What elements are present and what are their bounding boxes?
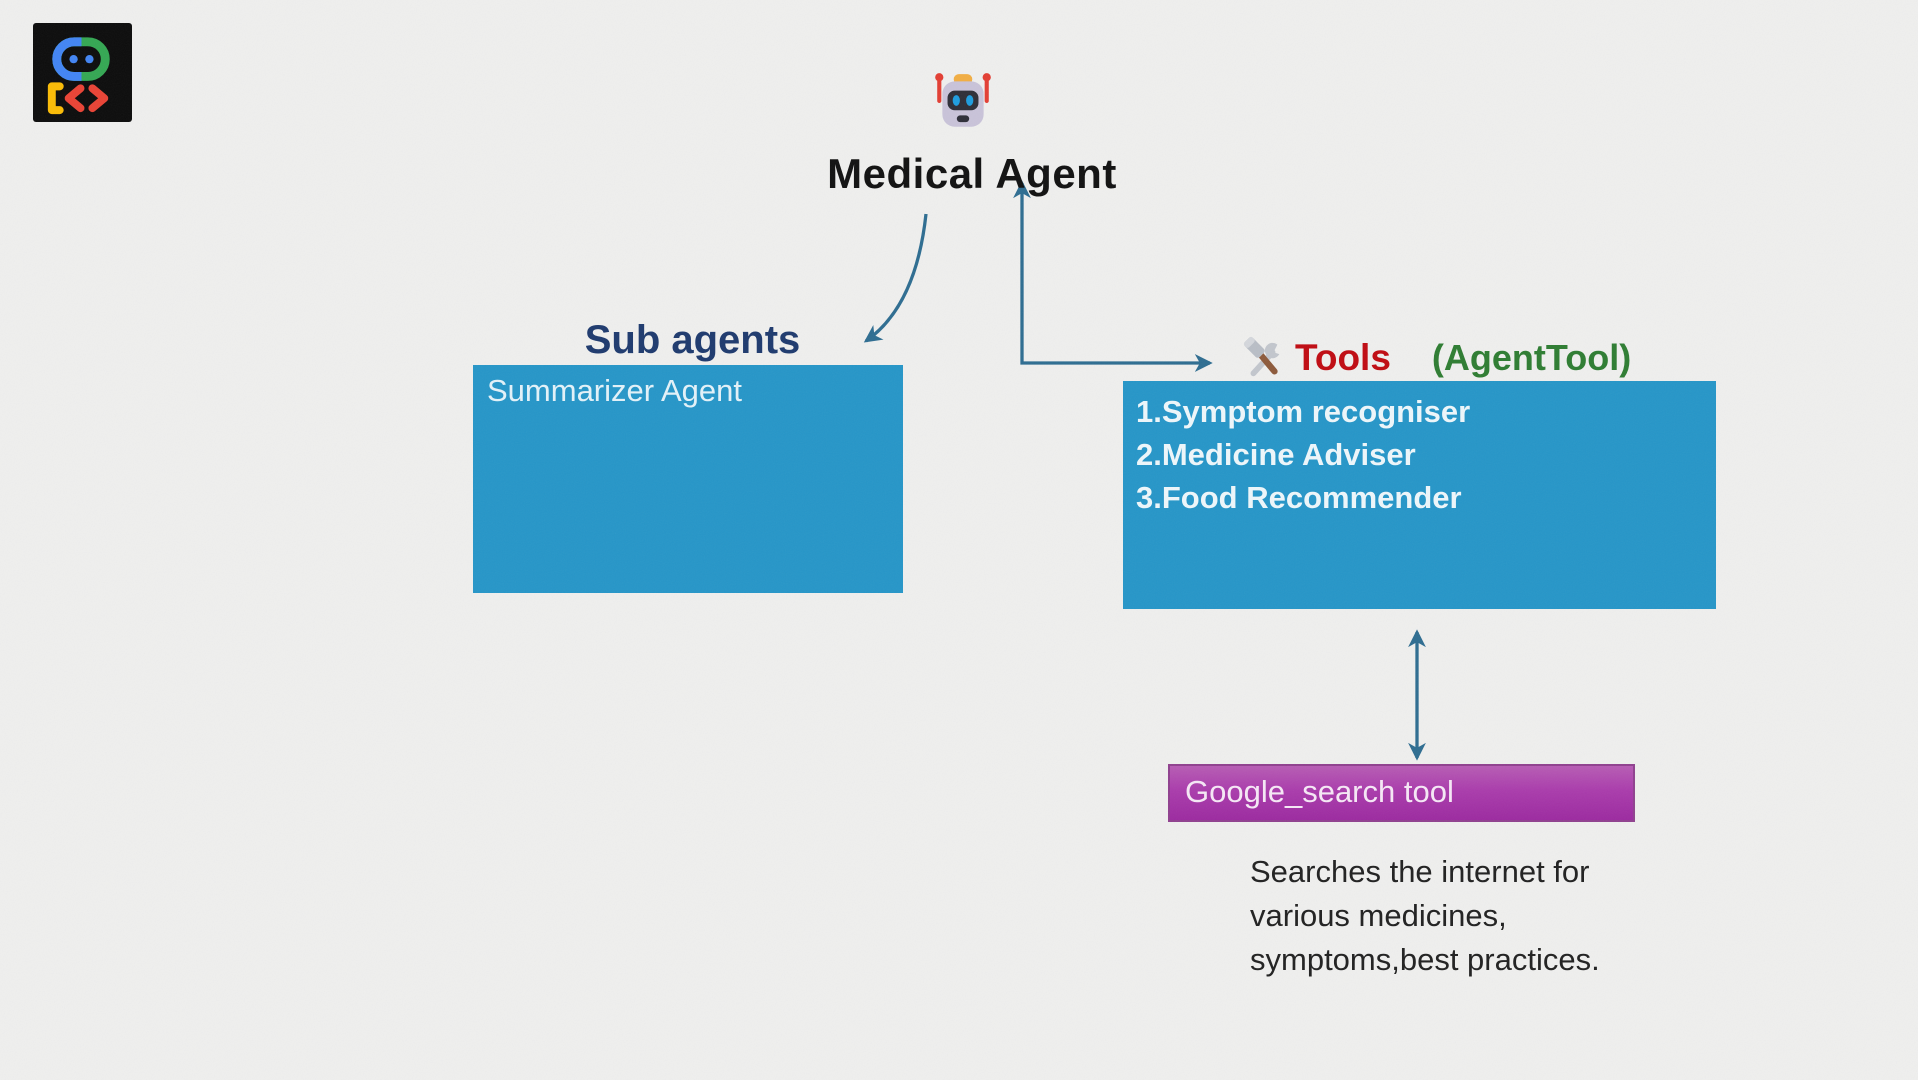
hammer-and-wrench-icon	[1243, 336, 1280, 377]
google-search-description: Searches the internet for various medici…	[1250, 850, 1690, 982]
sub-agent-item: Summarizer Agent	[487, 373, 742, 408]
arrow-agent-to-tools	[1013, 180, 1213, 372]
description-line: Searches the internet for	[1250, 854, 1590, 889]
sub-agents-box: Summarizer Agent	[473, 365, 903, 593]
root-agent-title: Medical Agent	[827, 150, 1117, 197]
adk-logo	[33, 23, 132, 122]
robot-code-logo-icon	[47, 37, 110, 115]
tools-box: 1.Symptom recogniser 2.Medicine Adviser …	[1123, 381, 1716, 609]
description-line: symptoms,best practices.	[1250, 942, 1600, 977]
google-search-tool-label: Google_search tool	[1185, 774, 1454, 809]
robot-emoji-icon	[935, 73, 991, 127]
sub-agents-heading: Sub agents	[584, 318, 801, 362]
agenttool-annotation: (AgentTool)	[1431, 337, 1632, 378]
tools-heading: Tools (AgentTool)	[1240, 334, 1631, 382]
tool-item: 1.Symptom recogniser	[1136, 394, 1471, 429]
tool-item: 3.Food Recommender	[1136, 480, 1462, 515]
tool-item: 2.Medicine Adviser	[1136, 437, 1416, 472]
description-line: various medicines,	[1250, 898, 1507, 933]
google-search-tool-box: Google_search tool	[1168, 764, 1635, 822]
tools-label: Tools	[1295, 337, 1391, 378]
